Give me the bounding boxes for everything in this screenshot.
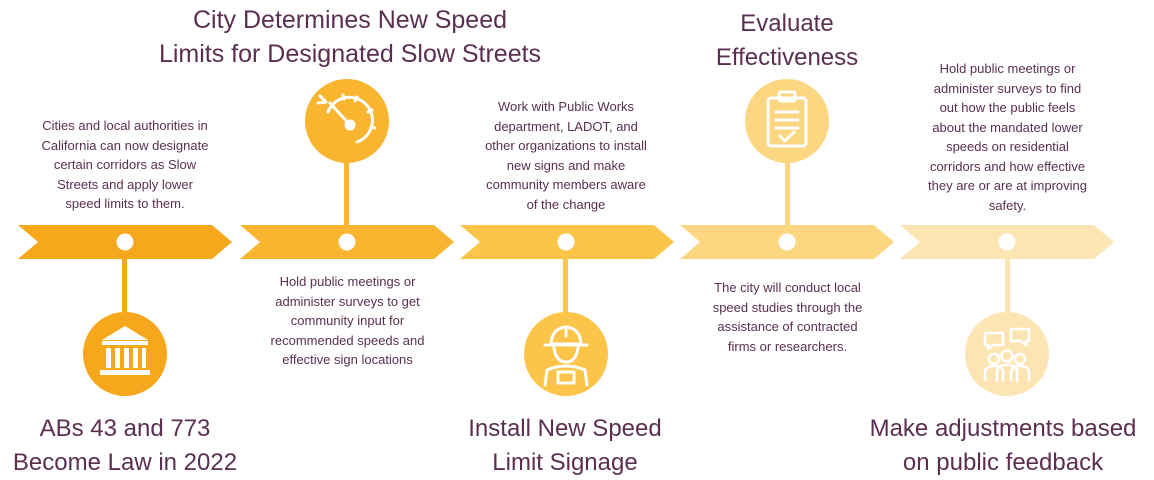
timeline-dot-4	[778, 233, 796, 251]
step-1-description: Cities and local authorities in Californ…	[41, 118, 209, 211]
step-5-title: Make adjustments based on public feedbac…	[869, 415, 1137, 476]
stem-5	[1005, 248, 1010, 333]
step-3-title: Install New Speed Limit Signage	[468, 415, 662, 476]
speedometer-icon	[316, 93, 377, 144]
courthouse-icon	[100, 326, 150, 375]
stem-1	[122, 248, 127, 333]
stem-3	[563, 248, 568, 333]
community-feedback-icon	[983, 327, 1031, 383]
step-5-description: Hold public meetings or administer surve…	[928, 61, 1087, 213]
timeline-dot-2	[338, 233, 356, 251]
timeline-dot-1	[116, 233, 134, 251]
timeline-dot-5	[998, 233, 1016, 251]
construction-worker-icon	[543, 325, 589, 387]
timeline-dot-3	[557, 233, 575, 251]
stem-4	[785, 155, 790, 240]
step-4-title: Evaluate Effectiveness	[715, 10, 859, 71]
step-1-title: ABs 43 and 773 Become Law in 2022	[12, 415, 238, 476]
stem-2	[344, 155, 349, 240]
step-4-description: The city will conduct local speed studie…	[712, 280, 863, 354]
clipboard-check-icon	[766, 90, 808, 148]
step-2-description: Hold public meetings or administer surve…	[270, 274, 425, 367]
step-2-title: City Determines New Speed Limits for Des…	[158, 6, 542, 68]
step-3-description: Work with Public Works department, LADOT…	[485, 99, 647, 212]
icon-circle-5	[965, 312, 1049, 396]
